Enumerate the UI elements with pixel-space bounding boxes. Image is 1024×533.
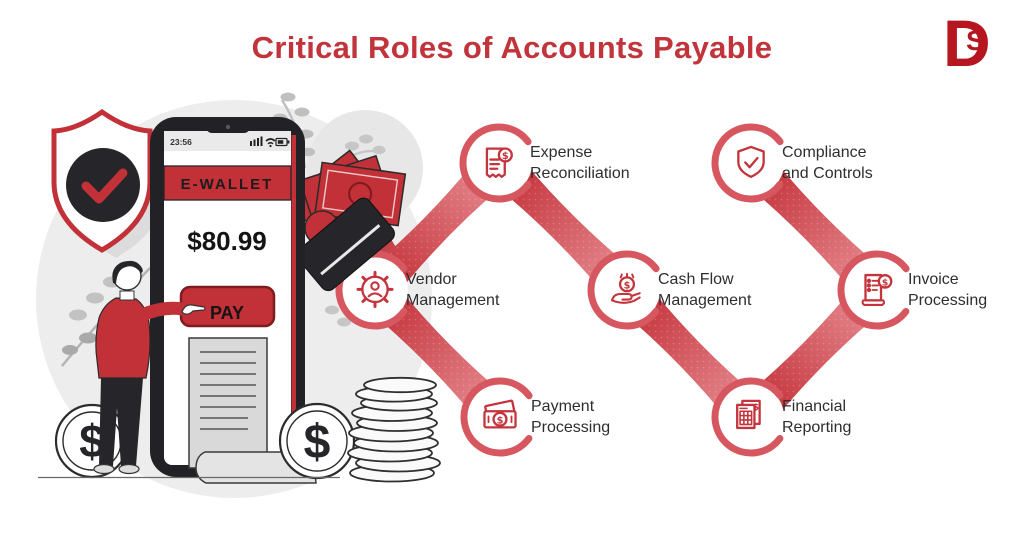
coin-dollar: $ <box>304 416 331 469</box>
status-bar <box>164 131 291 151</box>
logo-letter-s: S <box>966 25 985 56</box>
wallet-label: E-WALLET <box>181 176 274 193</box>
svg-text:$: $ <box>497 415 504 426</box>
svg-text:$: $ <box>882 277 888 288</box>
person <box>93 260 206 475</box>
report-dollar-icon: $ <box>715 381 787 453</box>
security-shield <box>51 108 153 253</box>
banknote-dollar-icon: $ <box>464 381 536 453</box>
svg-text:$: $ <box>753 403 759 413</box>
money-fan <box>287 149 407 292</box>
brand-logo: D S <box>941 6 1017 80</box>
page-title: Critical Roles of Accounts Payable <box>251 30 773 65</box>
shield-check-icon <box>715 127 787 199</box>
hand-coin-icon: $ <box>591 254 663 326</box>
svg-text:$: $ <box>502 151 509 162</box>
wallet-amount: $80.99 <box>187 226 267 256</box>
receipt-dollar-icon: $ <box>463 127 535 199</box>
invoice-dollar-icon: $ <box>841 254 913 326</box>
hair <box>112 260 143 284</box>
pointing-arm <box>133 301 190 323</box>
receipt <box>188 337 317 484</box>
gear-person-icon <box>339 254 411 326</box>
status-time: 23:56 <box>170 137 192 147</box>
logo-letter-d: D <box>943 6 991 80</box>
check-icon <box>81 168 128 204</box>
coin-stack <box>347 376 441 483</box>
pointing-hand <box>181 304 206 315</box>
status-icons <box>250 136 290 148</box>
wallet-banner <box>163 165 292 201</box>
credit-card <box>296 197 395 292</box>
svg-text:$: $ <box>624 280 631 291</box>
pay-button-label: PAY <box>210 303 244 323</box>
